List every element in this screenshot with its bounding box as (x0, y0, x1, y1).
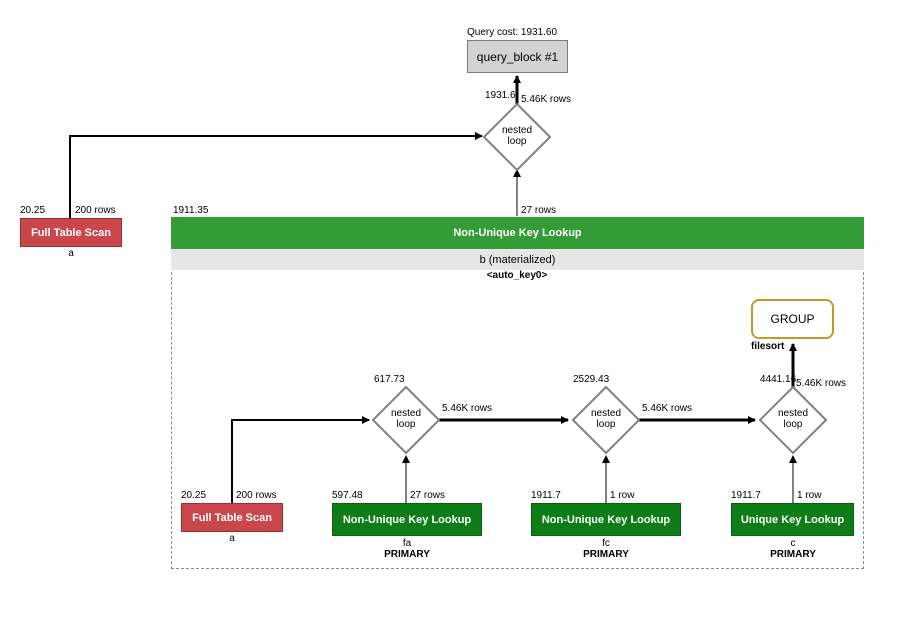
materialized-cost: 1911.35 (173, 205, 209, 216)
lookup-fc-cost: 1911.7 (531, 490, 561, 501)
group-node[interactable]: GROUP (751, 299, 834, 339)
top-loop-label[interactable]: nested loop (501, 125, 533, 147)
query-cost-label: Query cost: 1931.60 (467, 27, 558, 38)
nested-loop-diamond-3 (758, 385, 828, 455)
lookup-c-table: c (790, 538, 796, 549)
lookup-fc-node[interactable]: Non-Unique Key Lookup (531, 503, 681, 536)
lookup-fa-cost: 597.48 (332, 490, 363, 501)
left-scan-cost: 20.25 (20, 205, 46, 216)
loop1-rows: 5.46K rows (442, 403, 493, 414)
materialized-table-name: b (materialized) (171, 249, 864, 270)
lookup-c-key: PRIMARY (770, 549, 816, 560)
lookup-fc-table: fc (602, 538, 610, 549)
lookup-fc-rows: 1 row (610, 490, 635, 501)
loop2-label[interactable]: nested loop (590, 408, 622, 430)
lookup-c-node[interactable]: Unique Key Lookup (731, 503, 854, 536)
nested-loop-diamond-2 (571, 385, 641, 455)
inner-scan-table: a (229, 533, 235, 544)
left-scan-rows: 200 rows (75, 205, 116, 216)
top-loop-rows: 5.46K rows (521, 94, 572, 105)
lookup-c-cost: 1911.7 (731, 490, 761, 501)
query-block-node[interactable]: query_block #1 (467, 40, 568, 73)
nested-loop-diamond-1 (371, 385, 441, 455)
nested-loop-diamond-top (482, 102, 552, 172)
query-block-label: query_block #1 (476, 49, 559, 64)
materialized-key: <auto_key0> (486, 270, 548, 281)
materialized-rows: 27 rows (521, 205, 557, 216)
lookup-fa-key: PRIMARY (384, 549, 430, 560)
inner-scan-rows: 200 rows (236, 490, 277, 501)
edge-leftscan-toploop (69, 132, 483, 218)
loop3-cost: 4441.16 (760, 374, 797, 385)
edge-innerscan-loop1 (231, 416, 370, 503)
lookup-fa-rows: 27 rows (410, 490, 446, 501)
loop1-label[interactable]: nested loop (390, 408, 422, 430)
top-loop-cost: 1931.6 (485, 90, 516, 101)
inner-full-table-scan-node[interactable]: Full Table Scan (181, 503, 283, 532)
lookup-c-rows: 1 row (797, 490, 822, 501)
materialized-lookup-header[interactable]: Non-Unique Key Lookup (171, 217, 864, 249)
group-filesort-label: filesort (751, 341, 785, 352)
left-full-table-scan-node[interactable]: Full Table Scan (20, 218, 122, 247)
loop2-cost: 2529.43 (573, 374, 610, 385)
lookup-fa-node[interactable]: Non-Unique Key Lookup (332, 503, 482, 536)
lookup-fc-key: PRIMARY (583, 549, 629, 560)
inner-scan-cost: 20.25 (181, 490, 207, 501)
left-scan-table: a (68, 248, 74, 259)
loop3-label[interactable]: nested loop (777, 408, 809, 430)
loop1-cost: 617.73 (374, 374, 405, 385)
lookup-fa-table: fa (402, 538, 412, 549)
loop3-rows: 5.46K rows (796, 378, 847, 389)
loop2-rows: 5.46K rows (642, 403, 693, 414)
